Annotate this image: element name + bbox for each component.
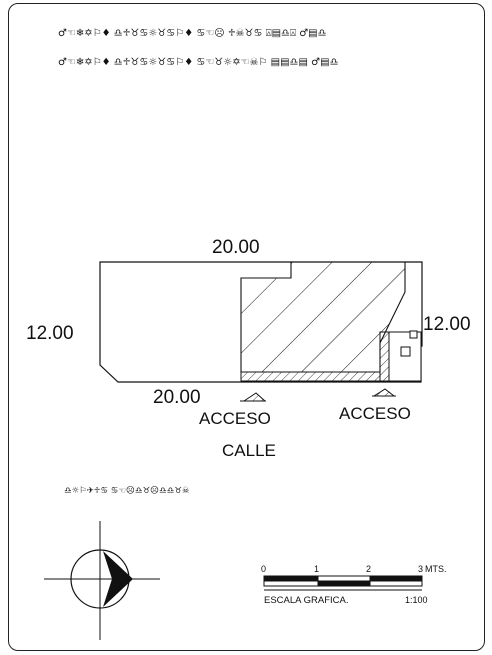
scale-tick-1: 1	[314, 564, 319, 574]
scale-ratio: 1:100	[405, 595, 428, 605]
dimension-top: 20.00	[212, 237, 260, 258]
scale-tick-2: 2	[366, 564, 371, 574]
small-square-2	[400, 346, 411, 357]
north-arrow-icon	[44, 521, 160, 640]
scale-tick-0: 0	[261, 564, 266, 574]
scale-units: MTS.	[425, 564, 447, 574]
street-label: CALLE	[222, 441, 276, 460]
right-wall-strip	[379, 331, 390, 382]
dimension-bottom: 20.00	[153, 387, 201, 408]
dimension-left: 12.00	[26, 323, 74, 344]
dimension-right: 12.00	[423, 314, 471, 335]
drawing-frame	[8, 3, 485, 651]
access-label-left: ACCESO	[199, 409, 271, 428]
scale-tick-3: 3	[418, 564, 423, 574]
scale-caption: ESCALA GRAFICA.	[264, 595, 348, 606]
title-line-2: ♂☜❄✡⚐♦ ♎♱♉♋☼♉♋⚐♦ ♋☜♉☼✡☜☠⚐ ▤▤♎▤ ♂▤♎	[58, 57, 339, 68]
bottom-wall-strip	[240, 371, 381, 382]
title-line-1: ♂☜❄✡⚐♦ ♎♱♉♋☼♉♋⚐♦ ♋☜☹ ♱☠♉♋ ⍓▤♎⍓ ♂▤♎	[58, 28, 327, 39]
note-line: ♎☼⚐✈♱♋ ♋☜☹♎♉☹♎♎♉☠	[64, 486, 190, 496]
small-square-1	[409, 330, 418, 339]
access-arrow-left	[240, 392, 267, 402]
access-arrow-right	[372, 388, 396, 397]
access-label-right: ACCESO	[339, 404, 411, 423]
scale-bar	[263, 575, 423, 591]
